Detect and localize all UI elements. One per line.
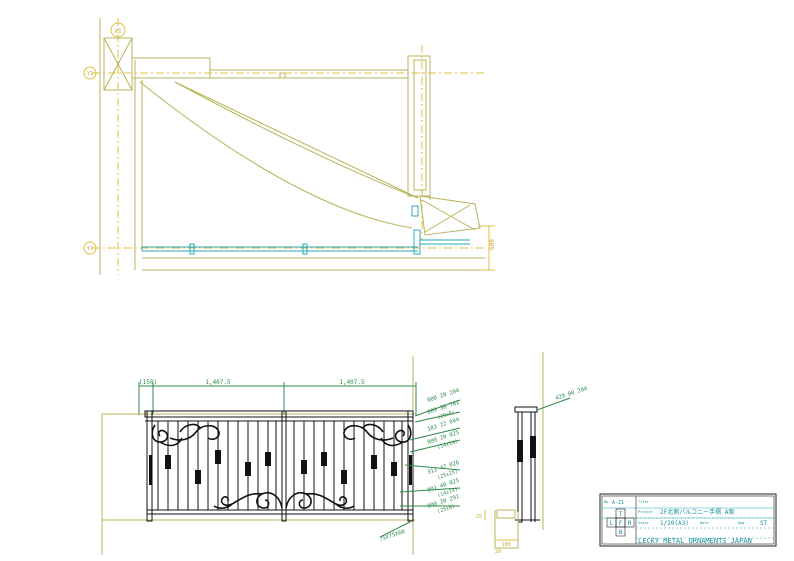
door-swing-arc [139,81,413,229]
dim-left: (150) [139,379,157,386]
detail-dim-3: 20 [495,549,501,555]
center-post [281,410,287,522]
wall-top-left [131,57,211,79]
callout-7-size: (25x8) [437,504,456,515]
front-elevation: (150) 1,407.5 1,407.5 [101,356,461,555]
detail-dim-2: 100 [501,542,510,548]
tb-company: LECKY METAL ORNAMENTS JAPAN [638,537,752,545]
grid-bubble-y2 [83,241,97,255]
dim-span-1: 1,407.5 [205,379,231,386]
scroll-ornament-top-right [343,423,412,447]
side-callout: 429 00 204 [555,386,589,402]
depth-dimension: 600 [489,239,496,250]
tb-drawn-label: Dwg. [738,521,746,525]
grid-bubble-x1 [110,22,126,38]
tb-project-label: Project [638,510,653,514]
post-right-plan [413,229,421,255]
detail-dim-1: 25 [476,514,482,520]
grid-bubble-y1 [83,66,97,80]
view-front: F [619,520,623,527]
profile-detail [494,510,519,549]
tb-scale-label: Scale [638,521,649,525]
side-elevation: 429 00 204 25 100 20 [476,352,589,555]
pivot-box [419,195,481,236]
balusters [157,421,403,510]
scroll-ornament-bottom-center [213,492,355,509]
title-block: No. A-21 Title Project 2F北側バルコニー手摺 A案 Sc… [599,493,777,547]
tb-scale: 1/20(A3) [660,520,689,527]
side-post [517,411,523,523]
baluster-collars [149,450,412,485]
callout-2-size: (20x8) [437,410,456,421]
plan-view: X1 Y1 Y2 [83,18,496,275]
column-right [407,55,431,197]
tb-number-label: No. [604,500,610,504]
grid-label-x1: X1 [114,28,122,35]
view-right: R [628,520,632,527]
grid-label-y1: Y1 [87,71,94,77]
scroll-ornament-top-left [151,423,220,447]
view-top: T [619,511,623,518]
tb-number: A-21 [612,500,624,506]
view-left: L [610,520,614,527]
view-bottom: B [619,529,623,536]
dim-span-2: 1,407.5 [339,379,365,386]
grid-label-y2: Y2 [87,246,94,252]
tb-drawn: ST [760,520,768,527]
tb-date-label: Date [700,521,708,525]
tb-project: 2F北側バルコニー手摺 A案 [660,508,734,516]
callout-leaders [379,399,461,538]
tb-title-label: Title [638,500,649,504]
